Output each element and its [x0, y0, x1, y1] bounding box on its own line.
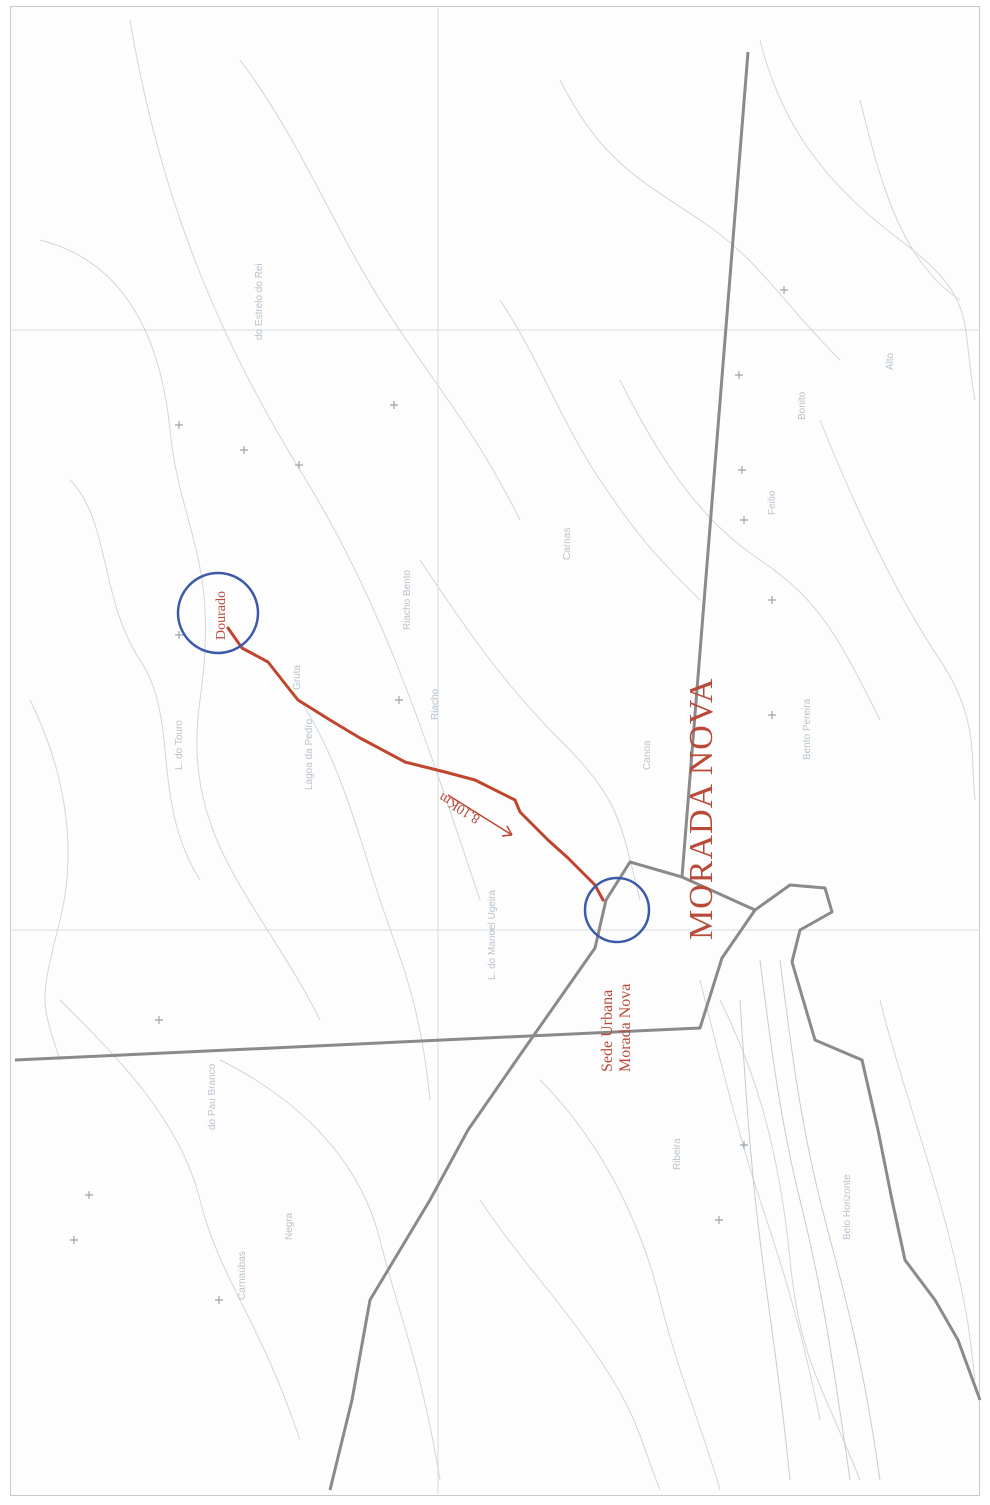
contour-line	[819, 419, 976, 801]
contour-line	[559, 79, 841, 361]
contour-line	[479, 1199, 661, 1491]
map-grid	[12, 8, 978, 1494]
locality-markers	[70, 286, 788, 1304]
dourado-circle	[176, 571, 260, 655]
locality-marker-icon	[295, 461, 303, 469]
label-l-touro: L. do Touro	[174, 720, 185, 770]
place-label-sede-line2: Morada Nova	[617, 984, 634, 1072]
label-lagoa-pedro: Lagoa da Pedro	[304, 718, 315, 790]
contour-line	[39, 239, 321, 1021]
contour-line	[539, 1079, 721, 1491]
contour-lines	[29, 19, 976, 1491]
label-negra: Negra	[284, 1212, 295, 1240]
label-gruta: Gruta	[292, 665, 303, 690]
contour-line	[719, 999, 861, 1481]
locality-marker-icon	[715, 1216, 723, 1224]
river-bank	[759, 959, 851, 1481]
locality-marker-icon	[735, 371, 743, 379]
contour-line	[699, 979, 821, 1421]
contour-line	[69, 479, 201, 881]
locality-marker-icon	[740, 1141, 748, 1149]
label-canoa: Canoa	[642, 740, 653, 770]
locality-marker-icon	[390, 401, 398, 409]
sede-circle	[583, 876, 651, 944]
place-label-dourado: Dourado	[214, 591, 229, 640]
locality-marker-icon	[70, 1236, 78, 1244]
label-lagoa-dos-manos: L. do Manoel Ugeira	[487, 890, 498, 980]
label-carnaubas: Carnaúbas	[237, 1251, 248, 1300]
label-riacho: Riacho	[430, 688, 441, 720]
locality-marker-icon	[240, 446, 248, 454]
arrowhead-icon	[501, 825, 513, 837]
boundary-line	[14, 909, 757, 1062]
label-carnas: Carnas	[562, 528, 573, 560]
label-alto: Alto	[885, 352, 896, 370]
contour-line	[619, 379, 881, 721]
locality-marker-icon	[780, 286, 788, 294]
contour-line	[759, 39, 976, 401]
faint-labels: Lagoa da Pedro L. do Touro Riacho Belo H…	[174, 263, 896, 1300]
label-ribeira: Ribeira	[672, 1138, 683, 1170]
contour-line	[419, 559, 641, 901]
locality-marker-icon	[155, 1016, 163, 1024]
map-frame	[10, 6, 980, 1496]
contour-line	[129, 19, 481, 901]
label-estrada: do Estrelo do Rei	[254, 263, 265, 340]
locality-marker-icon	[215, 1296, 223, 1304]
contour-line	[499, 299, 701, 601]
contour-line	[299, 699, 431, 1101]
river-bank	[779, 959, 881, 1481]
contour-line	[59, 999, 301, 1441]
label-belo-horizonte: Belo Horizonte	[842, 1174, 853, 1240]
contour-line	[29, 699, 69, 1061]
label-feitio: Feitio	[767, 490, 778, 515]
route-line	[226, 626, 605, 902]
label-pau-branco: do Pau Branco	[207, 1063, 218, 1130]
river-bank	[739, 999, 791, 1481]
river	[739, 959, 881, 1481]
locality-marker-icon	[395, 696, 403, 704]
locality-marker-icon	[85, 1191, 93, 1199]
contour-line	[879, 999, 976, 1381]
label-riacho-bento: Riacho Bento	[402, 570, 413, 630]
contour-line	[859, 99, 961, 301]
locality-marker-icon	[738, 466, 746, 474]
place-label-sede-line1: Sede Urbana	[599, 990, 616, 1072]
locality-marker-icon	[740, 516, 748, 524]
route-distance-arrow	[447, 794, 513, 836]
town-name: MORADA NOVA	[683, 677, 720, 940]
label-bonito: Bonito	[797, 391, 808, 420]
district-boundary	[681, 875, 982, 1401]
locality-marker-icon	[175, 631, 183, 639]
locality-marker-icon	[768, 596, 776, 604]
contour-line	[239, 59, 521, 521]
locality-marker-icon	[175, 421, 183, 429]
route: 8,10Km	[226, 626, 605, 902]
main-road	[328, 51, 750, 1491]
locality-marker-icon	[768, 711, 776, 719]
label-bento-pereira: Bento Pereira	[802, 698, 813, 760]
route-distance-label: 8,10Km	[436, 789, 483, 826]
roads	[14, 51, 982, 1491]
contour-line	[219, 1059, 441, 1481]
